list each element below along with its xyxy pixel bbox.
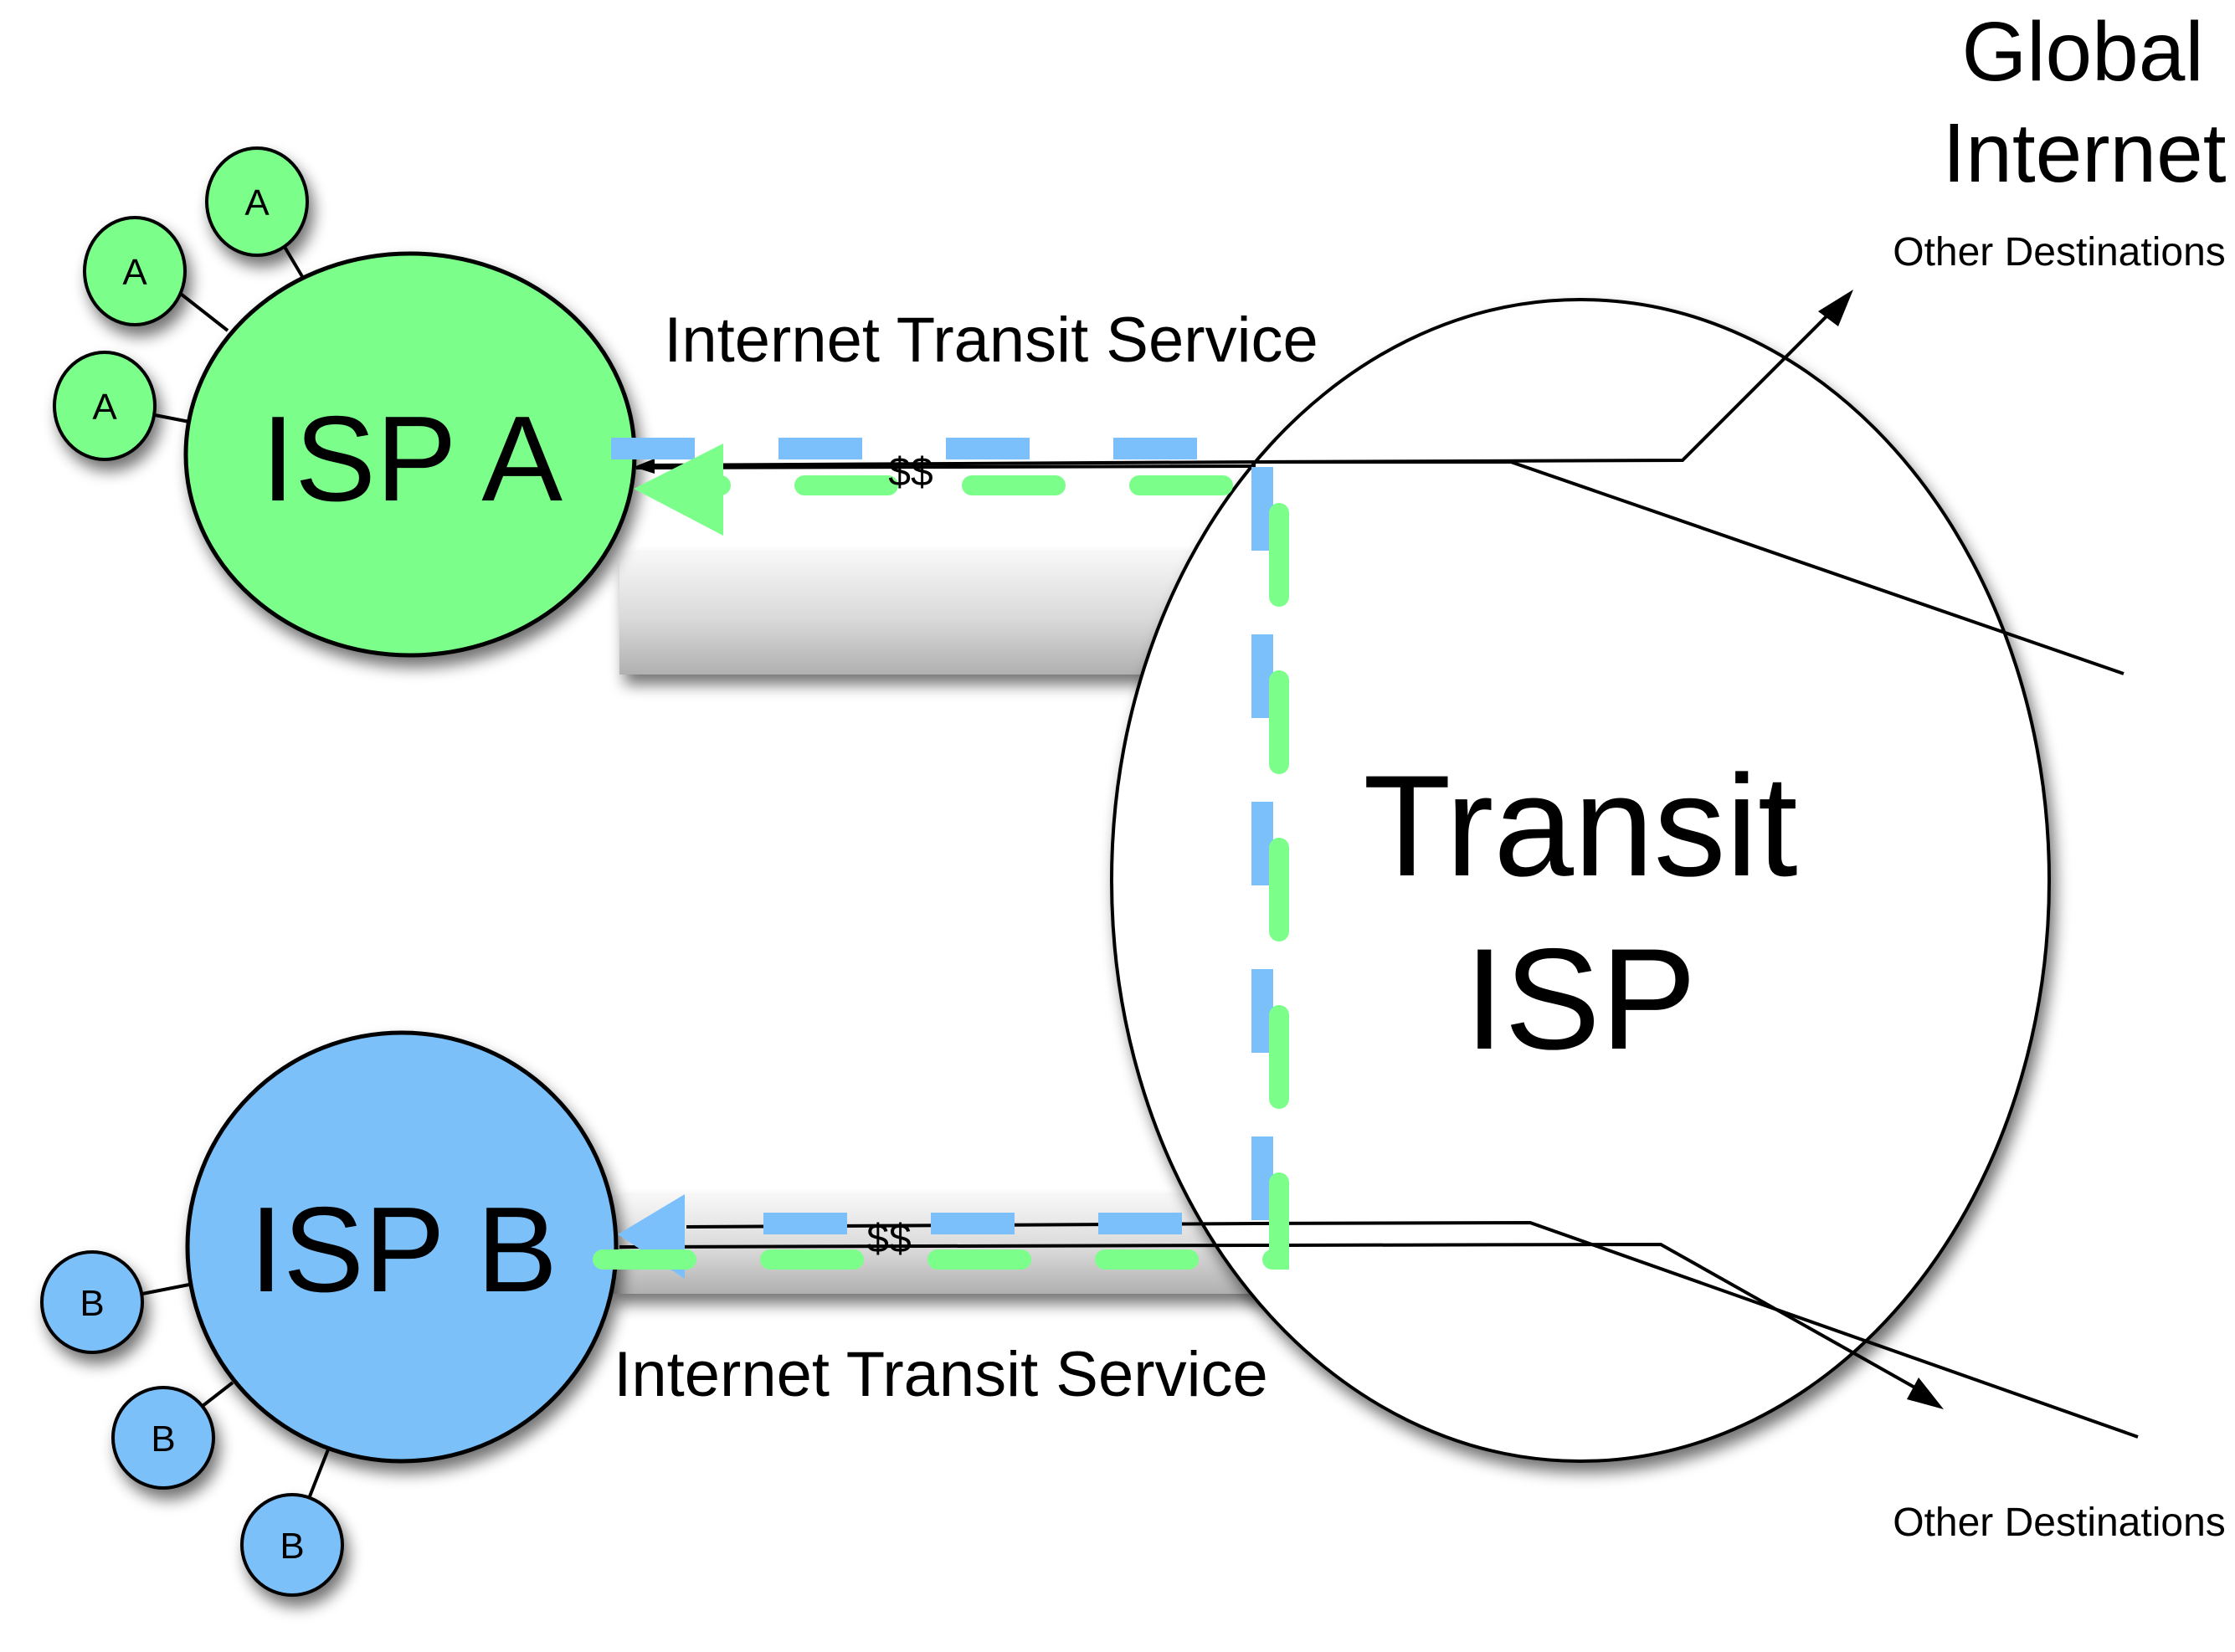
customer-label: A	[244, 182, 270, 223]
link-line	[283, 245, 305, 280]
link-line	[308, 1449, 330, 1497]
customer-label: B	[280, 1526, 304, 1567]
isp-a-customer[interactable]: A	[83, 216, 187, 326]
customer-label: B	[151, 1419, 175, 1460]
isp-a-customer-links	[150, 245, 305, 423]
payment-label-bottom: $$	[866, 1217, 911, 1261]
arrowhead-icon	[634, 459, 655, 474]
dashed-path-blue	[611, 438, 1273, 1234]
isp-b-customer[interactable]: B	[40, 1250, 144, 1354]
link-label-top: Internet Transit Service	[664, 305, 1318, 376]
other-destinations-bottom: Other Destinations	[1893, 1501, 2226, 1545]
customer-label: A	[92, 387, 117, 428]
customer-node-a1[interactable]	[205, 146, 309, 257]
customer-label: B	[80, 1283, 104, 1324]
isp-b-node[interactable]	[185, 1030, 619, 1464]
customer-node-a2[interactable]	[83, 216, 187, 326]
route-lines-top	[635, 303, 2125, 675]
payment-label-top: $$	[888, 450, 933, 495]
link-line	[201, 1381, 234, 1408]
isp-a-customer[interactable]: A	[205, 146, 309, 257]
arrowhead-icon	[634, 444, 723, 536]
transit-isp-label-line1: Transit	[1363, 746, 1797, 906]
isp-b-customer[interactable]: B	[111, 1386, 215, 1490]
route-line-from-destination	[1510, 460, 2125, 675]
global-internet-label-line1: Global	[1961, 5, 2203, 99]
arrowhead-icon	[1907, 1378, 1944, 1409]
arrowhead-icon	[1818, 290, 1853, 326]
isp-b-traffic-path	[611, 438, 1273, 1234]
isp-a-traffic-path	[593, 475, 1289, 1270]
isp-b-customer-links	[141, 1283, 330, 1497]
link-line	[150, 413, 190, 423]
link-label-bottom: Internet Transit Service	[614, 1339, 1267, 1410]
customer-node-b1[interactable]	[40, 1250, 144, 1354]
isp-b-customer[interactable]: B	[240, 1493, 344, 1597]
link-line	[141, 1283, 190, 1295]
customer-node-b3[interactable]	[240, 1493, 344, 1597]
customer-label: A	[122, 252, 147, 293]
link-line	[176, 290, 229, 332]
global-internet-label-line2: Internet	[1942, 106, 2226, 200]
isp-a-customer[interactable]: A	[53, 351, 157, 461]
isp-a-label: ISP A	[261, 391, 563, 526]
customer-node-a3[interactable]	[53, 351, 157, 461]
customer-node-b2[interactable]	[111, 1386, 215, 1490]
dashed-path-green	[593, 475, 1289, 1270]
isp-b-label: ISP B	[249, 1182, 557, 1317]
route-line-to-isp-a	[635, 464, 1256, 469]
transit-isp-node[interactable]	[1110, 298, 2051, 1463]
transit-isp-label-line2: ISP	[1464, 919, 1696, 1080]
route-line-to-destination	[619, 1242, 1926, 1395]
other-destinations-top: Other Destinations	[1893, 230, 2226, 274]
